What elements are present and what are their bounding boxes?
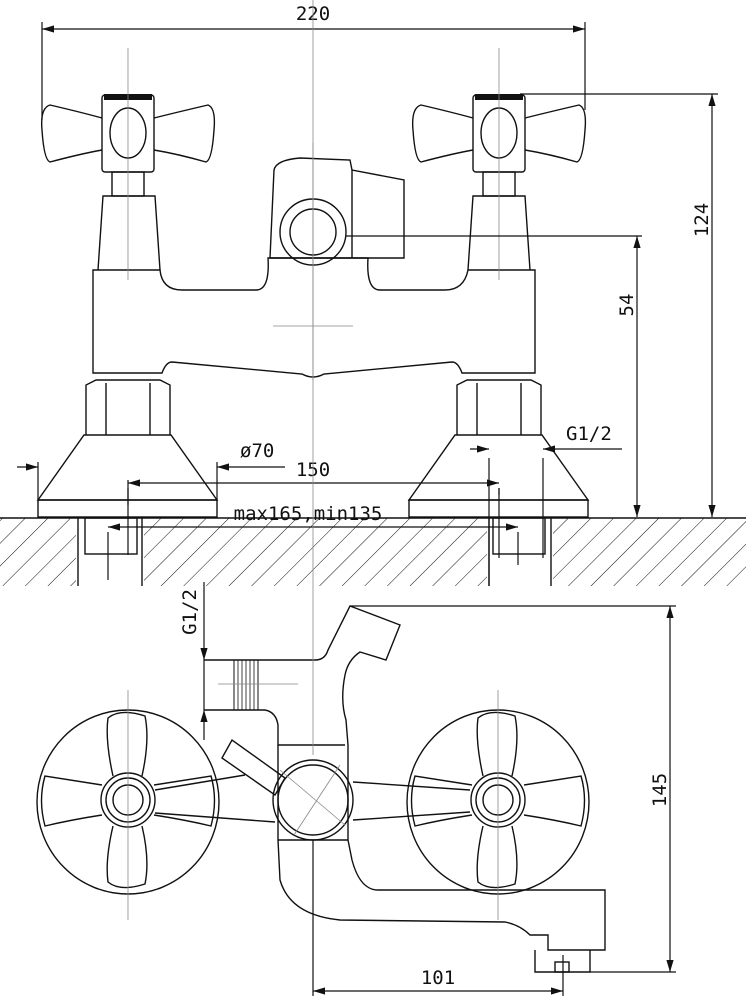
side-thread-label: G1/2 — [179, 589, 201, 635]
mixer-body — [92, 257, 536, 378]
dimension-101: 101 — [312, 840, 564, 996]
dimension-145: 145 — [350, 605, 676, 973]
diverter-knob — [269, 157, 405, 259]
front-view: 220 124 54 ø70 G1/2 15 — [0, 3, 746, 588]
outlet-height-label: 54 — [616, 294, 638, 317]
left-pipe — [84, 517, 138, 555]
dimension-54: 54 — [346, 235, 642, 517]
thread-label: G1/2 — [566, 423, 612, 445]
diverter-lever — [221, 738, 286, 797]
spout-reach-label: 101 — [421, 967, 455, 989]
shower-outlet — [204, 605, 401, 746]
right-pipe — [492, 517, 546, 555]
dimension-thread-side: G1/2 — [179, 582, 208, 740]
adjust-range-label: max165,min135 — [234, 503, 383, 525]
dimension-124: 124 — [520, 93, 718, 517]
side-view: G1/2 145 101 — [36, 0, 676, 996]
height-label: 124 — [691, 203, 713, 237]
spout — [277, 745, 606, 951]
flange-diameter-label: ø70 — [240, 440, 274, 462]
dimension-220: 220 — [41, 3, 586, 120]
diverter-ring — [272, 759, 354, 841]
dimension-thread: G1/2 — [470, 423, 622, 586]
side-height-label: 145 — [649, 773, 671, 807]
dimension-diameter-70: ø70 — [17, 440, 285, 500]
